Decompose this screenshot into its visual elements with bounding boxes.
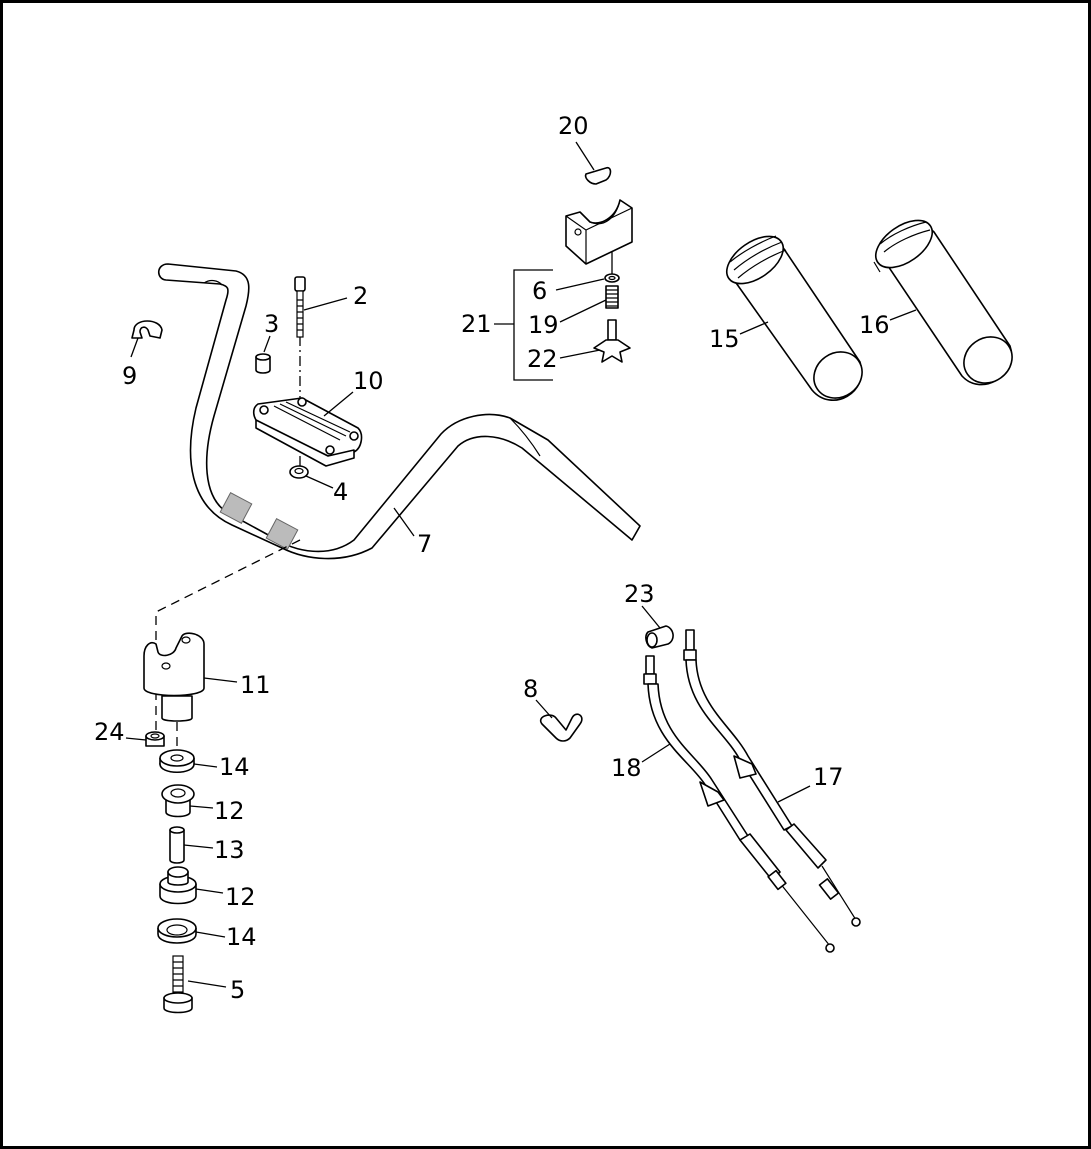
clip-9: [131, 320, 163, 339]
throttle-cable-18: [643, 655, 835, 953]
callout-7: 7: [417, 530, 432, 558]
bracket-21: [513, 269, 553, 381]
callout-17: 17: [813, 763, 844, 791]
grip-16: [873, 219, 1013, 386]
clamp-cap-20: [584, 166, 612, 185]
callout-19: 19: [528, 311, 559, 339]
washer-14-lower: [157, 918, 197, 944]
callout-22: 22: [527, 345, 558, 373]
callout-8: 8: [523, 675, 538, 703]
callout-9: 9: [122, 362, 137, 390]
top-clamp: [252, 397, 363, 467]
handlebar: [157, 263, 641, 560]
callout-4: 4: [333, 478, 348, 506]
callout-6: 6: [532, 277, 547, 305]
plug: [255, 353, 271, 374]
sleeve-23: [645, 625, 674, 649]
callout-12-lower: 12: [225, 883, 256, 911]
spring-19: [605, 285, 619, 309]
callout-23: 23: [624, 580, 655, 608]
callout-16: 16: [859, 311, 890, 339]
assembly-line-riser: [155, 539, 301, 740]
callout-10: 10: [353, 367, 384, 395]
callout-labels: 2 3 4 5 6 7 8 9 10 11 12 12 13 14 14 15 …: [94, 112, 890, 1004]
washer-14-upper: [159, 749, 195, 774]
idle-cable-17: [683, 629, 861, 927]
callout-5: 5: [230, 976, 245, 1004]
callout-2: 2: [353, 282, 368, 310]
top-clamp-bolt: [294, 276, 306, 338]
adjust-screw-22: [593, 319, 631, 363]
nut-24: [145, 731, 165, 747]
bushing-12-upper: [161, 784, 195, 818]
callout-11: 11: [240, 671, 271, 699]
friction-washer-6: [604, 273, 620, 283]
callout-3: 3: [264, 310, 279, 338]
callout-14-lower: 14: [226, 923, 257, 951]
callout-15: 15: [709, 325, 740, 353]
bolt-5: [163, 955, 193, 1014]
callout-18: 18: [611, 754, 642, 782]
callout-20: 20: [558, 112, 589, 140]
riser: [143, 632, 205, 722]
callout-24: 24: [94, 718, 125, 746]
callout-12-upper: 12: [214, 797, 245, 825]
callout-14-upper: 14: [219, 753, 250, 781]
sleeve-13: [169, 826, 185, 864]
callout-21: 21: [461, 310, 492, 338]
washer: [289, 465, 309, 479]
bushing-12-lower: [159, 866, 197, 905]
grip-15: [726, 235, 863, 401]
clip-8: [539, 713, 583, 742]
leader-lines: [125, 141, 917, 988]
callout-13: 13: [214, 836, 245, 864]
throttle-housing: [565, 199, 633, 265]
